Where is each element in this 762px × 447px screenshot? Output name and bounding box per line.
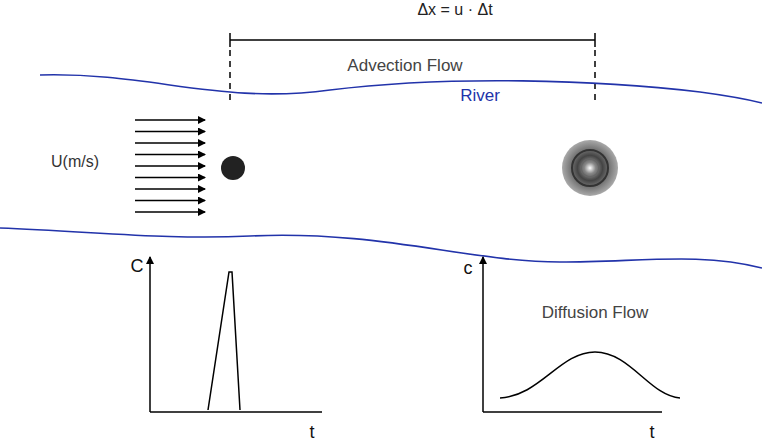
flow-arrow — [135, 131, 205, 132]
chart-label: Diffusion Flow — [542, 304, 648, 321]
formula: Δx = u · Δt — [417, 2, 492, 18]
flow-arrows — [135, 120, 205, 212]
axis-label: c — [464, 259, 473, 277]
river-label: River — [460, 87, 500, 104]
flow-arrow — [135, 177, 205, 178]
bracket-label: Advection Flow — [347, 57, 462, 74]
flow-arrow — [135, 211, 205, 212]
velocity-label: U(m/s) — [51, 154, 99, 170]
concentration-chart — [483, 257, 680, 412]
distance-bracket — [230, 33, 595, 100]
flow-arrow — [135, 188, 205, 189]
axis-label: t — [649, 423, 654, 441]
flow-arrow — [135, 142, 205, 143]
flow-arrow — [135, 119, 205, 120]
axis-label: C — [131, 257, 144, 275]
axis-label: t — [309, 423, 314, 441]
river-bank — [0, 228, 762, 268]
dispersed-plume — [562, 140, 618, 196]
flow-arrow — [135, 165, 205, 166]
flow-arrow — [135, 200, 205, 201]
pollutant-blob — [221, 156, 245, 180]
plume-ring — [581, 159, 599, 177]
river-bank — [40, 75, 762, 103]
plume-ring — [572, 150, 608, 186]
concentration-chart — [150, 257, 322, 412]
flow-arrow — [135, 154, 205, 155]
